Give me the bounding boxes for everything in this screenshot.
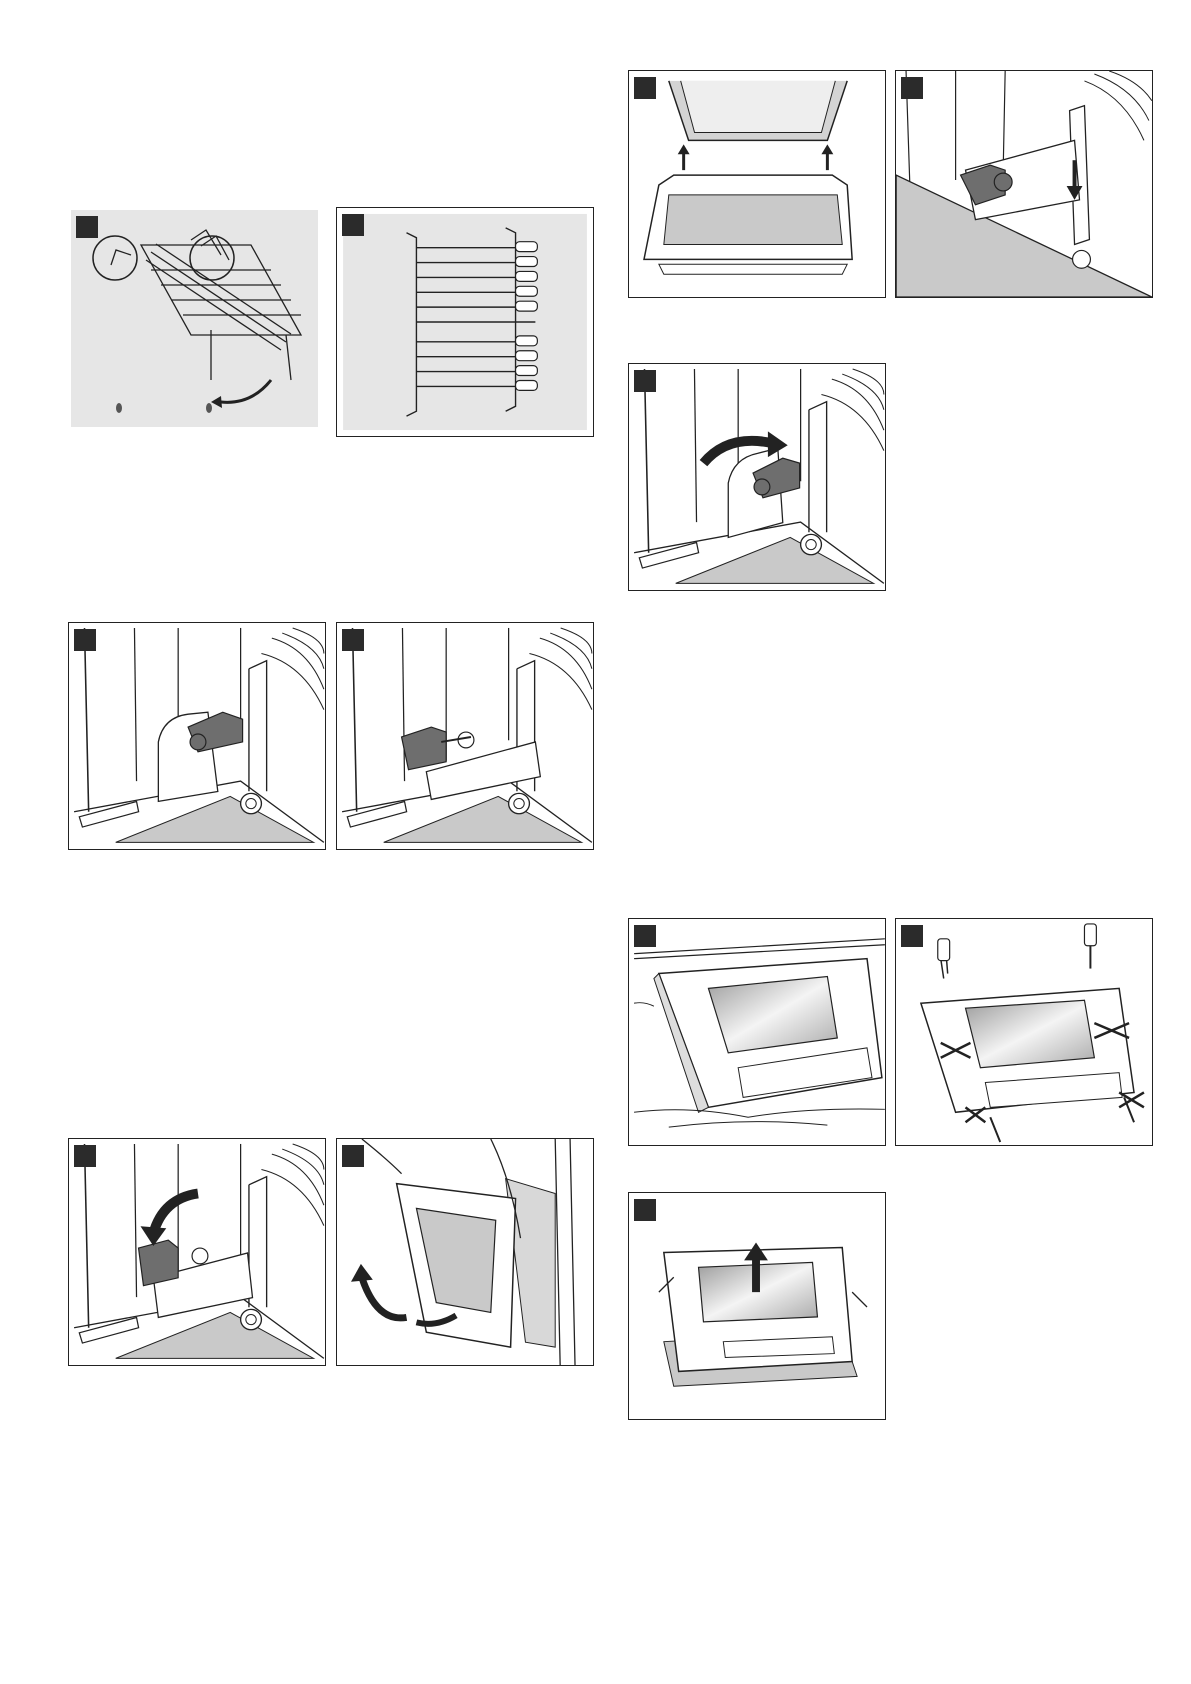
door-remove-icon [337, 1139, 593, 1365]
hinge-lever-icon [69, 623, 325, 849]
step-marker [76, 216, 98, 238]
step-marker [634, 1199, 656, 1221]
screwdriver-icon [896, 919, 1152, 1145]
figure-inner-glass-lift-out [628, 1192, 886, 1420]
step-marker [74, 629, 96, 651]
hinge-lever-icon [629, 364, 885, 590]
door-panel-icon [629, 919, 885, 1145]
figure-hinge-lever-raised [336, 622, 594, 850]
hinge-lever-icon [337, 623, 593, 849]
shelf-rack-icon [337, 208, 593, 436]
step-marker [901, 77, 923, 99]
step-marker [342, 629, 364, 651]
figure-hinge-lever-fold-down [68, 1138, 326, 1366]
figure-hinge-lever-lower [68, 622, 326, 850]
step-marker [342, 1145, 364, 1167]
step-marker [634, 77, 656, 99]
step-marker [342, 214, 364, 236]
door-open-icon [629, 71, 885, 297]
hinge-lever-icon [69, 1139, 325, 1365]
figure-hinge-lever-press-down [895, 70, 1153, 298]
figure-hinge-lever-rotate-back [628, 363, 886, 591]
hinge-lever-icon [896, 71, 1152, 297]
figure-door-unscrew-screws [895, 918, 1153, 1146]
step-marker [634, 925, 656, 947]
shelf-rack-unhook-icon [71, 210, 318, 427]
step-marker [901, 925, 923, 947]
step-marker [634, 370, 656, 392]
step-marker [74, 1145, 96, 1167]
figure-door-lift-off [336, 1138, 594, 1366]
figure-shelf-rack-front-view [336, 207, 594, 437]
figure-shelf-rack-removal [71, 210, 318, 427]
figure-door-open-hinge-arrows [628, 70, 886, 298]
glass-pane-icon [629, 1193, 885, 1419]
figure-door-on-cloth [628, 918, 886, 1146]
